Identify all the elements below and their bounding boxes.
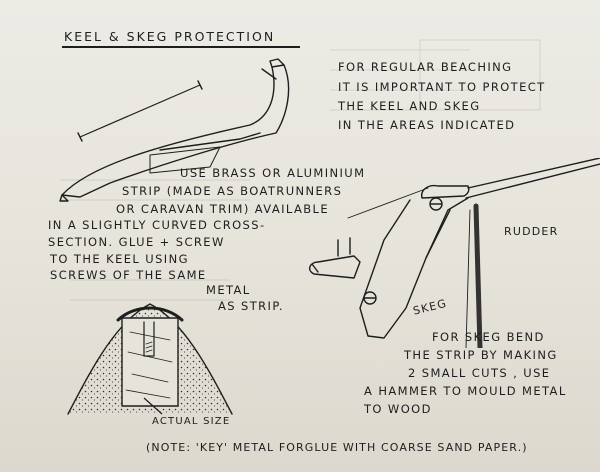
skeg-bend-line: A HAMMER TO MOULD METAL bbox=[364, 386, 567, 398]
actual-size-pointer bbox=[140, 396, 170, 418]
instruction-line: SECTION. GLUE + SCREW bbox=[48, 237, 225, 249]
intro-line: THE KEEL AND SKEG bbox=[338, 101, 481, 113]
skeg-bend-line: 2 SMALL CUTS , USE bbox=[408, 368, 550, 380]
skeg-bend-line: THE STRIP BY MAKING bbox=[404, 350, 558, 362]
intro-line: FOR REGULAR BEACHING bbox=[338, 62, 513, 74]
instruction-line: SCREWS OF THE SAME bbox=[50, 270, 207, 282]
intro-line: IT IS IMPORTANT TO PROTECT bbox=[338, 82, 546, 94]
instruction-line: TO THE KEEL USING bbox=[50, 254, 189, 266]
note-text: (NOTE: 'KEY' METAL FORGLUE WITH COARSE S… bbox=[146, 442, 528, 453]
skeg-bend-line: FOR SKEG BEND bbox=[432, 332, 545, 344]
page-title: KEEL & SKEG PROTECTION bbox=[64, 31, 275, 44]
intro-line: IN THE AREAS INDICATED bbox=[338, 120, 515, 132]
skeg-and-rudder-sketch bbox=[288, 158, 600, 348]
keel-side-view-sketch bbox=[50, 55, 300, 205]
skeg-bend-line: TO WOOD bbox=[364, 404, 432, 416]
instruction-line: IN A SLIGHTLY CURVED CROSS- bbox=[48, 220, 266, 232]
title-underline bbox=[62, 46, 300, 48]
actual-size-label: ACTUAL SIZE bbox=[152, 417, 230, 427]
rudder-label: RUDDER bbox=[504, 226, 558, 237]
